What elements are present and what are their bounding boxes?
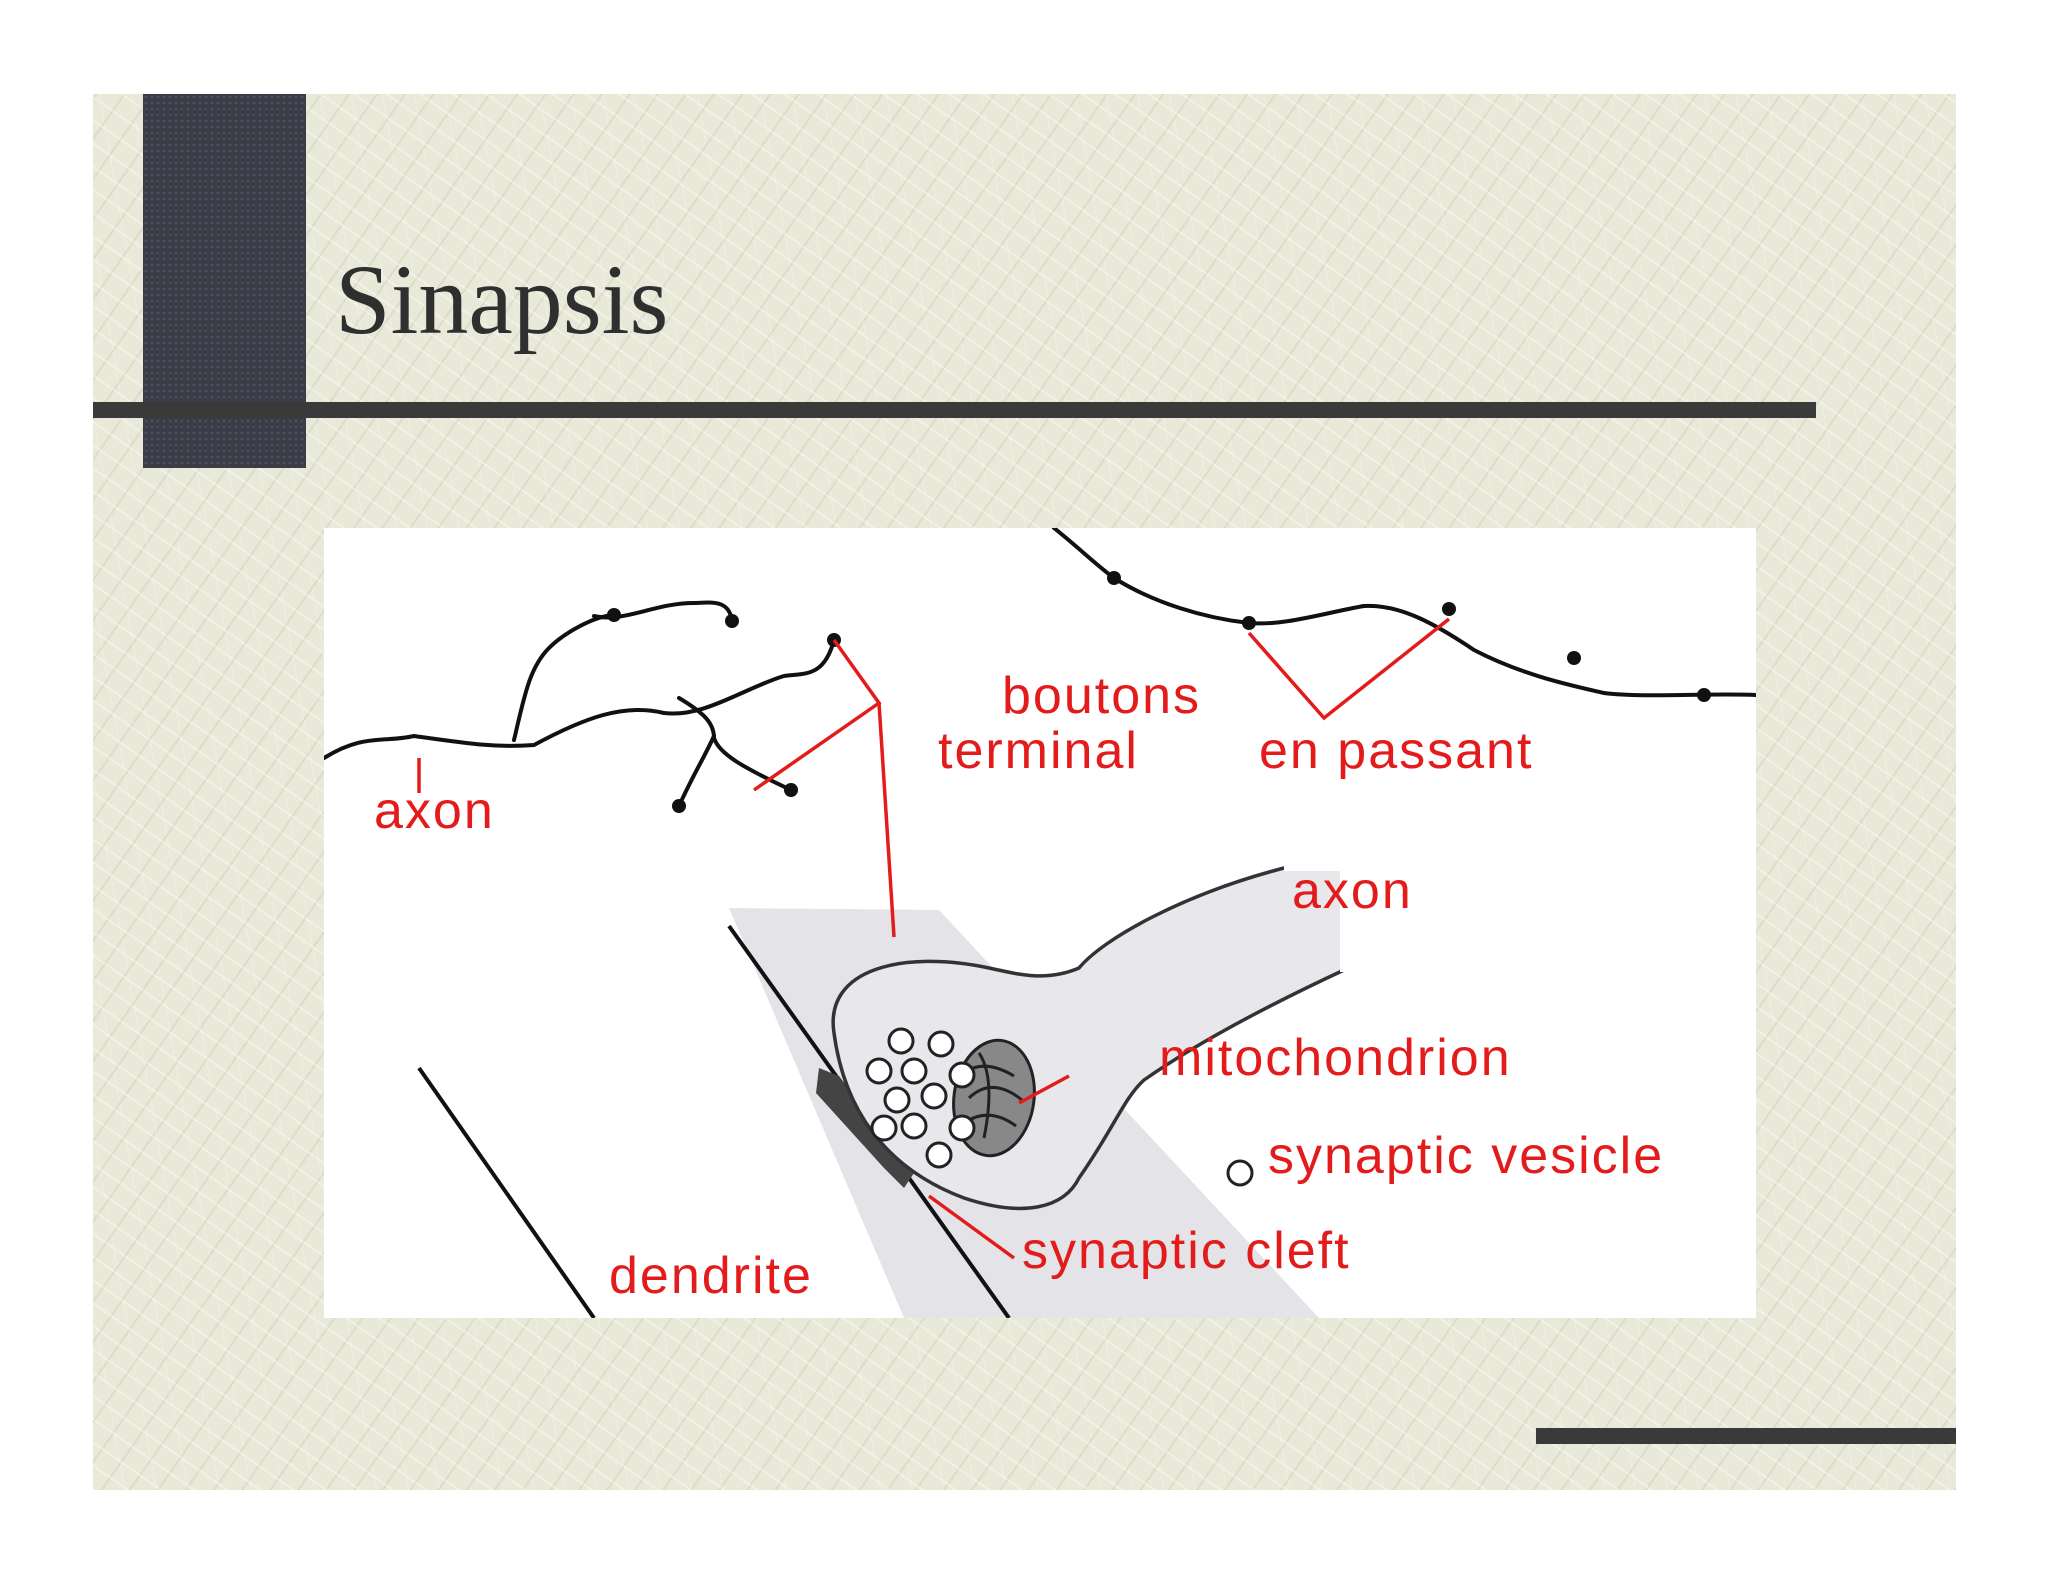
bouton-dots [607, 571, 1711, 813]
slide-title: Sinapsis [335, 244, 669, 355]
bottom-rule [1536, 1428, 1956, 1444]
legend-vesicle-symbol [1226, 1159, 1254, 1187]
label-axon-bottom: axon [1292, 862, 1413, 920]
label-terminal: terminal [938, 722, 1139, 780]
synaptic-vesicles [865, 1027, 976, 1169]
label-boutons: boutons [1002, 667, 1201, 725]
label-axon-top: axon [374, 782, 495, 840]
label-mitochondrion: mitochondrion [1159, 1029, 1512, 1087]
synaptic-cleft-region [816, 1068, 914, 1188]
synapse-diagram: axon boutons terminal en passant axon mi… [324, 528, 1756, 1318]
label-dendrite: dendrite [609, 1247, 813, 1305]
label-synaptic-vesicle: synaptic vesicle [1268, 1127, 1664, 1185]
label-leader-lines [417, 617, 1451, 1260]
title-rule [93, 402, 1816, 418]
label-en-passant: en passant [1259, 722, 1533, 780]
label-synaptic-cleft: synaptic cleft [1022, 1222, 1351, 1280]
